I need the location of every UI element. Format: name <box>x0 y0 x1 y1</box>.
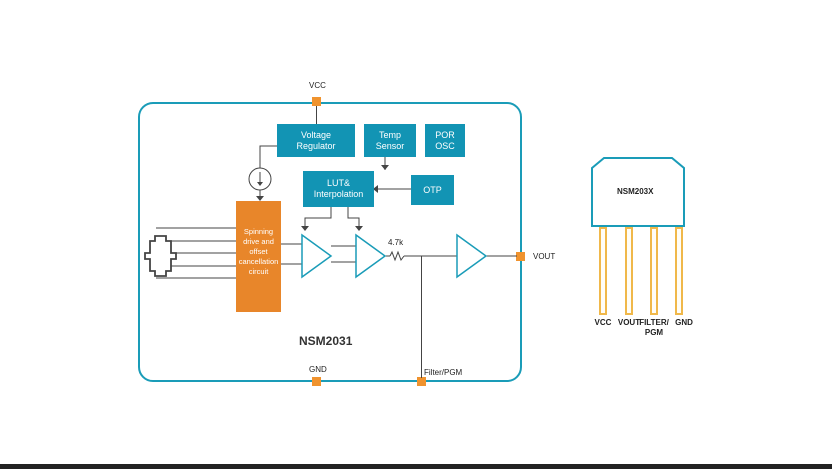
resistor-label: 4.7k <box>388 238 404 247</box>
bottom-border <box>0 464 832 469</box>
filter-pin-square <box>417 377 426 386</box>
package-pin-label-filter: FILTER/ PGM <box>639 318 669 337</box>
chip-name: NSM2031 <box>299 334 353 348</box>
temp-sensor-block: Temp Sensor <box>364 124 416 157</box>
package-body <box>591 157 685 227</box>
package-pins <box>599 227 683 315</box>
gnd-pin-square <box>312 377 321 386</box>
voltage-regulator-block: Voltage Regulator <box>277 124 355 157</box>
arrow-heads <box>256 165 389 231</box>
preamp-1 <box>301 233 333 279</box>
output-buffer <box>456 233 488 279</box>
vout-pin-square <box>516 252 525 261</box>
lut-interpolation-block: LUT& Interpolation <box>303 171 374 207</box>
package-name: NSM203X <box>617 187 654 196</box>
hall-sensor-icon <box>144 235 177 277</box>
filter-label: Filter/PGM <box>424 368 463 377</box>
vcc-pin-square <box>312 97 321 106</box>
spinning-drive-block: Spinning drive and offset cancellation c… <box>236 201 281 312</box>
package-pin-label-gnd: GND <box>675 318 693 327</box>
chip-outline <box>138 102 522 382</box>
vcc-label: VCC <box>309 81 326 90</box>
gnd-label: GND <box>309 365 327 374</box>
otp-block: OTP <box>411 175 454 205</box>
preamp-2 <box>355 233 387 279</box>
por-osc-block: POR OSC <box>425 124 465 157</box>
package-pin-label-vout: VOUT <box>617 318 641 327</box>
vout-label: VOUT <box>533 252 556 261</box>
package-pin-label-vcc: VCC <box>594 318 612 327</box>
